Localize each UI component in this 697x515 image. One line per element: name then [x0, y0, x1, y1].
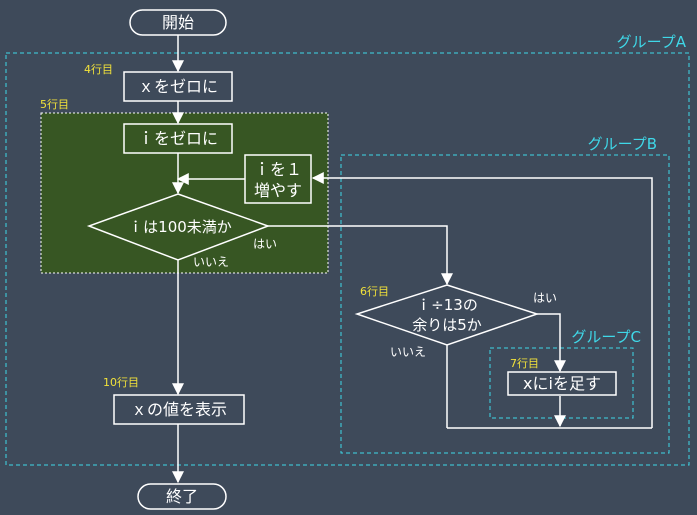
step-add-i-box: [507, 371, 617, 396]
group-c-label: グループC: [571, 328, 641, 346]
group-b-border: [340, 154, 670, 454]
step-i-zero-box: [123, 123, 233, 154]
step-increment-box: [244, 154, 312, 204]
loop-init-region: [40, 112, 329, 274]
step-x-zero-box: [123, 71, 233, 102]
decision-mod-line1: ｉ÷13の: [416, 296, 478, 314]
loop-yes-label: はい: [253, 237, 277, 251]
line-label-5: 5行目: [40, 98, 69, 111]
start-terminal: [129, 9, 227, 36]
line-label-4: 4行目: [84, 63, 113, 76]
group-a-label: グループA: [617, 33, 687, 51]
line-label-10: 10行目: [103, 376, 139, 389]
step-i-zero-label: ｉをゼロに: [138, 129, 218, 148]
connectors: [172, 35, 653, 484]
step-increment-line2: 増やす: [254, 181, 302, 200]
decision-mod-line2: 余りは5か: [412, 316, 482, 334]
edge-loop-back: [311, 172, 653, 428]
start-label: 開始: [162, 13, 194, 32]
mod-yes-label: はい: [533, 291, 557, 305]
step-increment-line1: ｉを１: [254, 160, 302, 179]
group-a-border: [5, 52, 690, 466]
end-label: 終了: [166, 487, 198, 506]
group-b-label: グループB: [588, 135, 657, 153]
end-terminal: [137, 483, 227, 510]
step-add-i-label: xにiを足す: [523, 374, 601, 393]
group-c-border: [489, 347, 634, 419]
loop-no-label: いいえ: [193, 255, 229, 269]
edge-mod-yes: [537, 313, 566, 373]
line-label-7: 7行目: [510, 357, 539, 370]
decision-loop-label: ｉは100未満か: [128, 218, 232, 236]
decision-loop-diamond: [86, 193, 271, 261]
edge-loop-yes: [267, 225, 453, 286]
line-label-6: 6行目: [360, 285, 389, 298]
decision-mod-diamond: [354, 284, 540, 346]
step-show-x-label: ｘの値を表示: [131, 400, 227, 419]
step-x-zero-label: ｘをゼロに: [138, 77, 218, 96]
mod-no-label: いいえ: [390, 345, 426, 359]
step-show-x-box: [113, 394, 245, 425]
